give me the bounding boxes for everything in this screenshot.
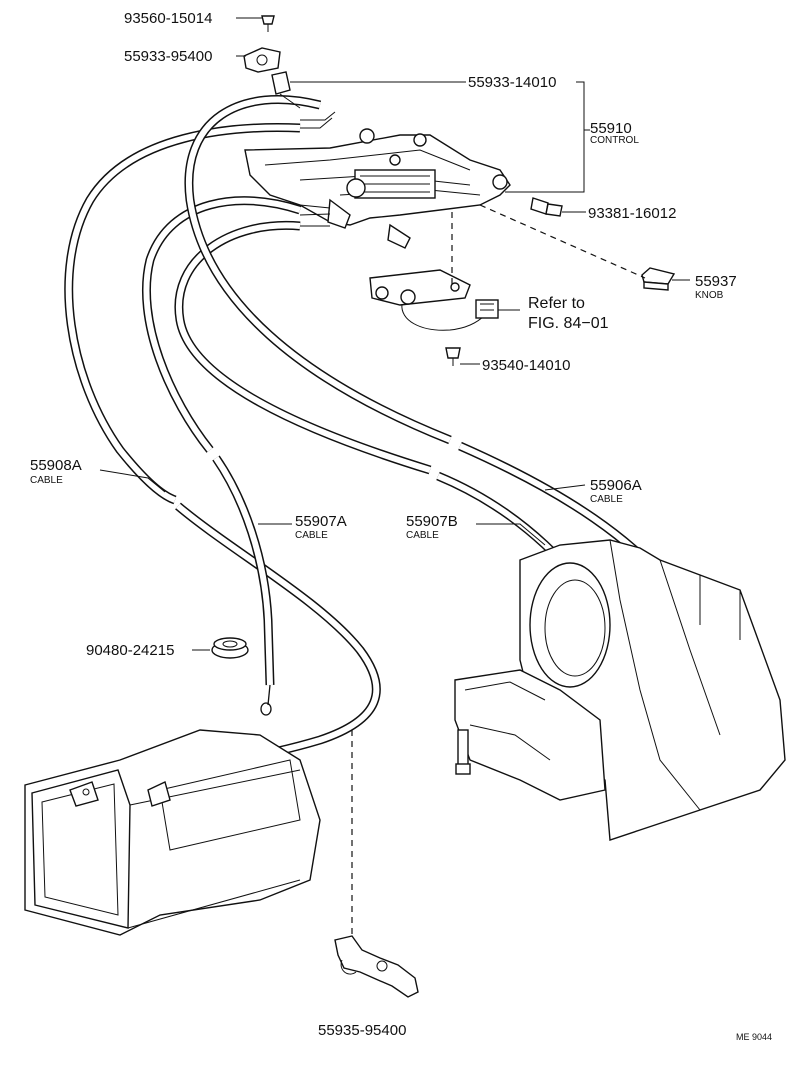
- label-refer-to: Refer to: [528, 295, 585, 312]
- label-55907A: 55907A: [295, 513, 347, 530]
- label-55908A-sub: CABLE: [30, 475, 63, 486]
- bolt-93381: [530, 197, 563, 217]
- label-refer-fig: FIG. 84−01: [528, 315, 609, 332]
- label-55908A: 55908A: [30, 457, 82, 474]
- label-55906A: 55906A: [590, 477, 642, 494]
- label-55907B-sub: CABLE: [406, 530, 439, 541]
- label-55906A-sub: CABLE: [590, 494, 623, 505]
- label-55937-sub: KNOB: [695, 290, 724, 301]
- label-90480-24215: 90480-24215: [86, 642, 174, 659]
- label-55933-95400-top: 55933-95400: [124, 48, 212, 65]
- label-55910-sub: CONTROL: [590, 135, 639, 146]
- drawing-code: ME 9044: [736, 1032, 772, 1042]
- label-93560-15014: 93560-15014: [124, 10, 212, 27]
- blower-switch: [369, 269, 499, 331]
- heater-unit: [454, 539, 786, 841]
- label-55907A-sub: CABLE: [295, 530, 328, 541]
- label-55937: 55937: [695, 273, 737, 290]
- screw-93560: [261, 15, 275, 32]
- cable-55907A: [142, 196, 302, 716]
- cable-55908A: [64, 123, 381, 775]
- label-93540-14010: 93540-14010: [482, 357, 570, 374]
- clamp-55933-14010: [271, 71, 301, 109]
- clamp-55933-95400-top: [243, 47, 281, 73]
- label-93381-16012: 93381-16012: [588, 205, 676, 222]
- control-assembly: [244, 111, 511, 249]
- label-55910: 55910: [590, 120, 632, 137]
- label-55935-95400: 55935-95400: [318, 1022, 406, 1039]
- lever-55935: [334, 935, 419, 998]
- defroster-duct: [24, 729, 321, 936]
- dash-knob: [479, 204, 646, 279]
- label-55907B: 55907B: [406, 513, 458, 530]
- leader-lines: [99, 17, 690, 651]
- label-55933-14010: 55933-14010: [468, 74, 556, 91]
- knob-55937: [641, 267, 676, 291]
- screw-93540: [445, 347, 461, 366]
- grommet-90480: [211, 637, 249, 659]
